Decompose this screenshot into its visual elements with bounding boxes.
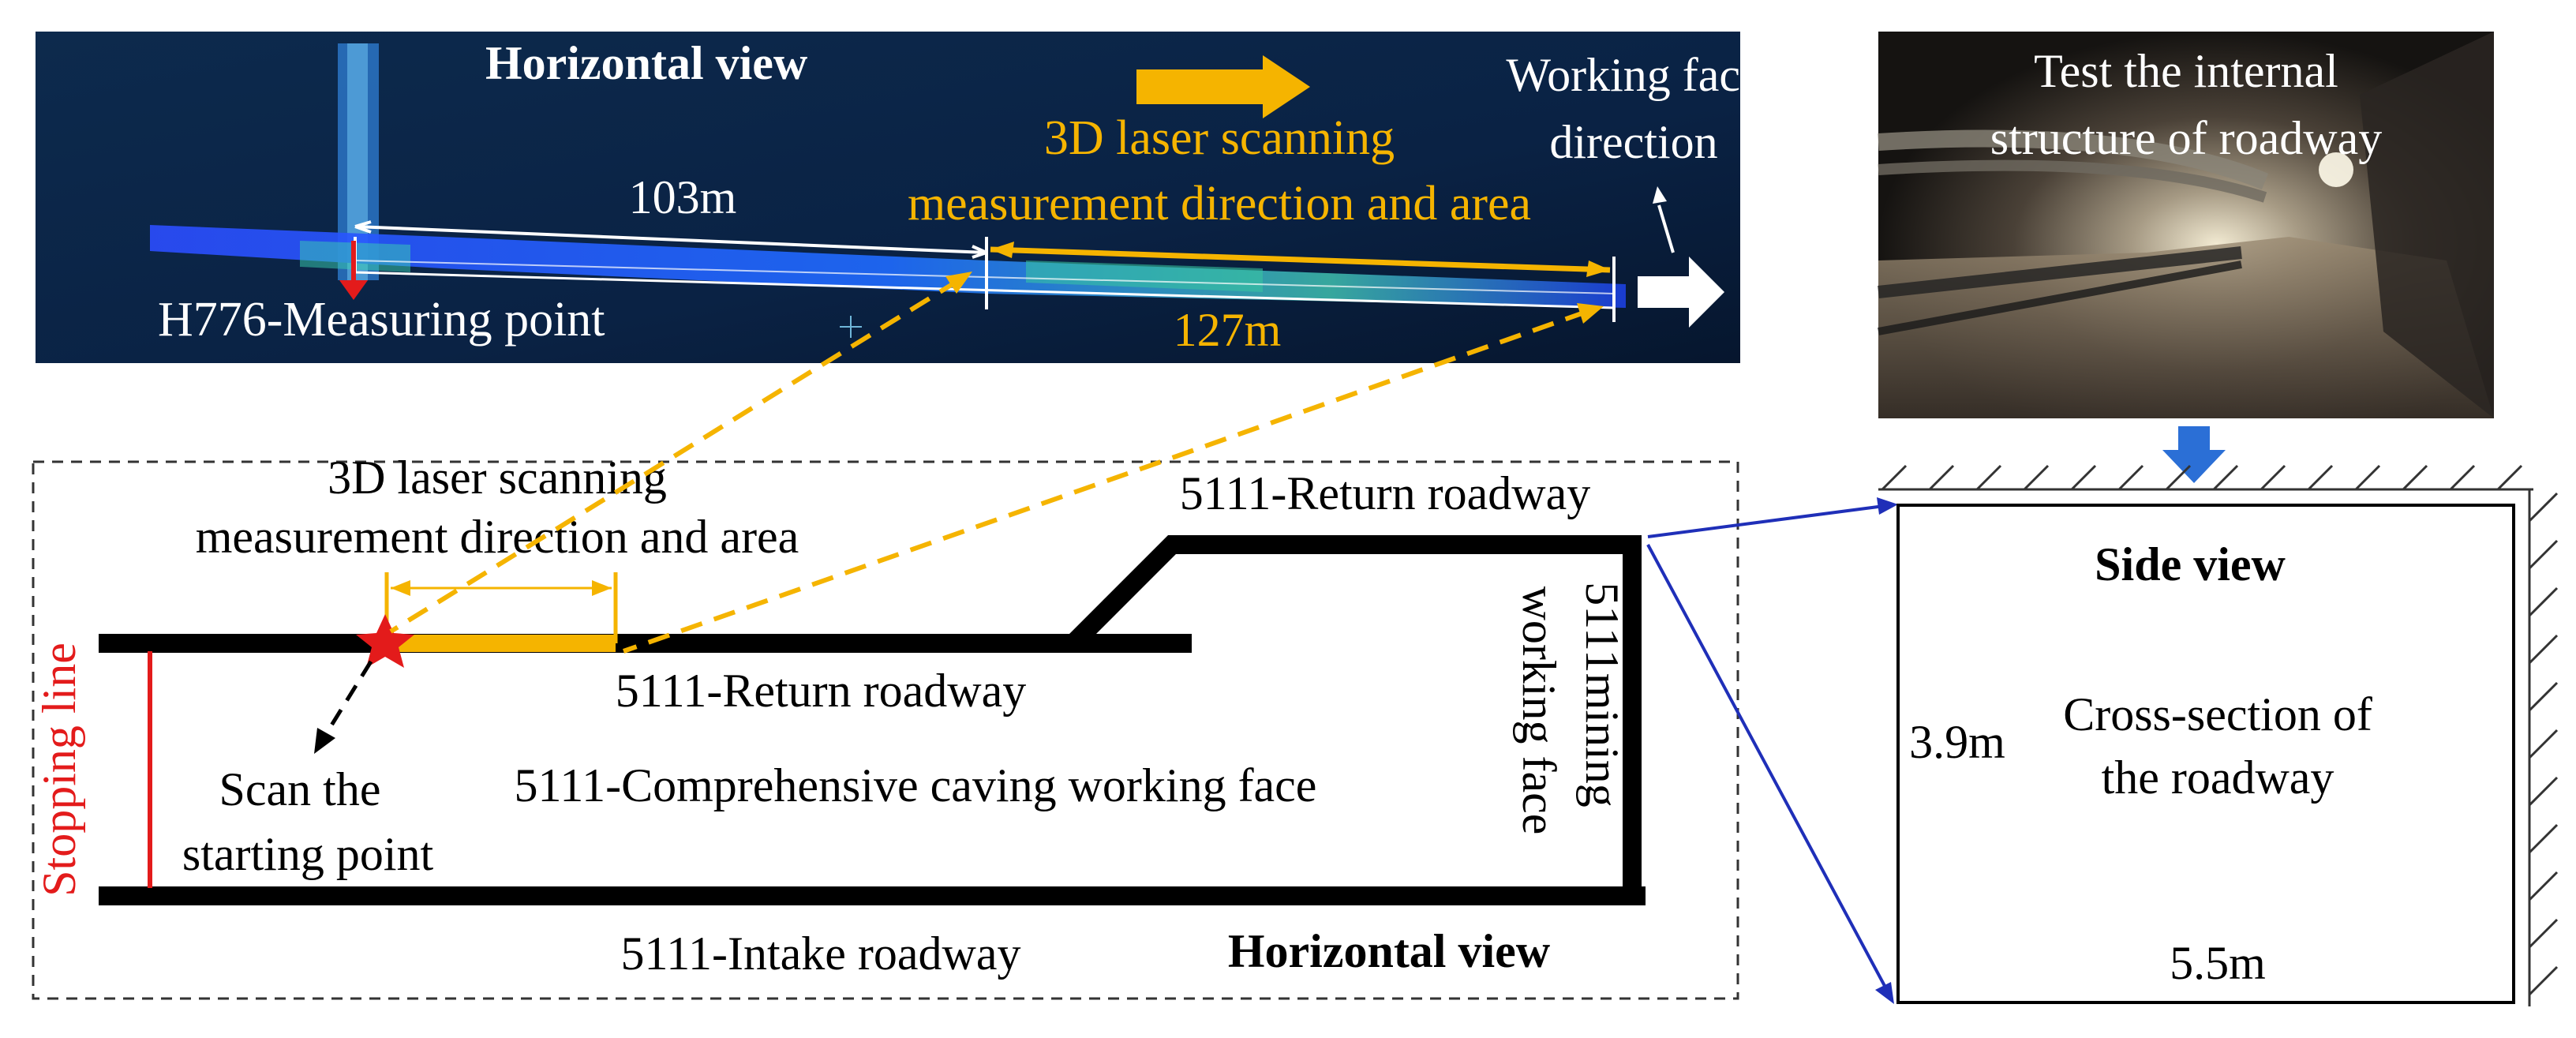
working-face-label: 5111-Comprehensive caving working face — [515, 759, 1317, 811]
cross-section-label-2: the roadway — [2102, 751, 2334, 804]
stopping-line-label: Stopping line — [33, 643, 85, 897]
side-title: Side view — [2095, 538, 2286, 590]
mining-face-label-1: 5111mining — [1576, 582, 1628, 808]
scan-title: Horizontal view — [485, 37, 808, 89]
return-roadway-mid-label: 5111-Return roadway — [616, 665, 1026, 717]
scan-start-star — [356, 614, 414, 668]
working-face-label-2: direction — [1549, 116, 1717, 168]
scan-panel: Horizontal view Working face direction 3… — [36, 32, 1762, 363]
photo-panel: Test the internal structure of roadway — [1878, 32, 2494, 418]
scan-area-line — [990, 246, 1611, 273]
return-roadway-top-label: 5111-Return roadway — [1180, 467, 1590, 519]
plan-area-label-1: 3D laser scanning — [328, 452, 667, 504]
plan-panel: 3D laser scanning measurement direction … — [32, 452, 1739, 1000]
scan-start-arrow — [314, 728, 335, 754]
connector-left — [389, 278, 960, 634]
ground-hatch-top — [1881, 464, 2523, 491]
scan-direction-arrow — [1136, 55, 1310, 118]
measuring-point-marker — [339, 280, 368, 300]
scan-panel-background — [36, 32, 1740, 363]
cross-section-label-1: Cross-section of — [2063, 688, 2372, 740]
scan-start-label-1: Scan the — [219, 763, 381, 815]
plan-area-label-2: measurement direction and area — [196, 511, 799, 563]
plan-title: Horizontal view — [1228, 925, 1551, 977]
photo-caption-1: Test the internal — [2034, 45, 2338, 97]
connector-to-side-top — [1647, 504, 1891, 538]
side-panel: Side view 3.9m Cross-section of the road… — [1878, 464, 2559, 1006]
intake-roadway-label: 5111-Intake roadway — [620, 927, 1020, 980]
measuring-point-label: H776-Measuring point — [158, 293, 605, 347]
down-arrow — [2162, 426, 2226, 483]
scan-area-label-2: measurement direction and area — [908, 177, 1531, 230]
distance-line-103 — [354, 225, 987, 254]
connector-right — [623, 309, 1587, 654]
return-roadway-upper-line — [1066, 535, 1642, 650]
connector-to-side-bottom — [1646, 544, 1892, 997]
mining-face-label-2: working face — [1513, 586, 1565, 835]
roadway-cross-section — [1896, 504, 2515, 1004]
scan-start-label-2: starting point — [182, 828, 434, 880]
plan-panel-frame — [32, 460, 1739, 1000]
working-face-label-1: Working face — [1506, 49, 1761, 101]
photo-caption-2: structure of roadway — [1990, 112, 2382, 164]
face-direction-arrow — [1638, 257, 1724, 328]
distance-127-label: 127m — [1174, 304, 1282, 356]
height-label: 3.9m — [1909, 716, 2005, 768]
plan-scan-area — [387, 635, 616, 652]
distance-103-label: 103m — [629, 171, 737, 223]
ground-hatch-right — [2528, 492, 2559, 996]
width-label: 5.5m — [2170, 937, 2266, 989]
scan-area-label-1: 3D laser scanning — [1044, 111, 1395, 165]
